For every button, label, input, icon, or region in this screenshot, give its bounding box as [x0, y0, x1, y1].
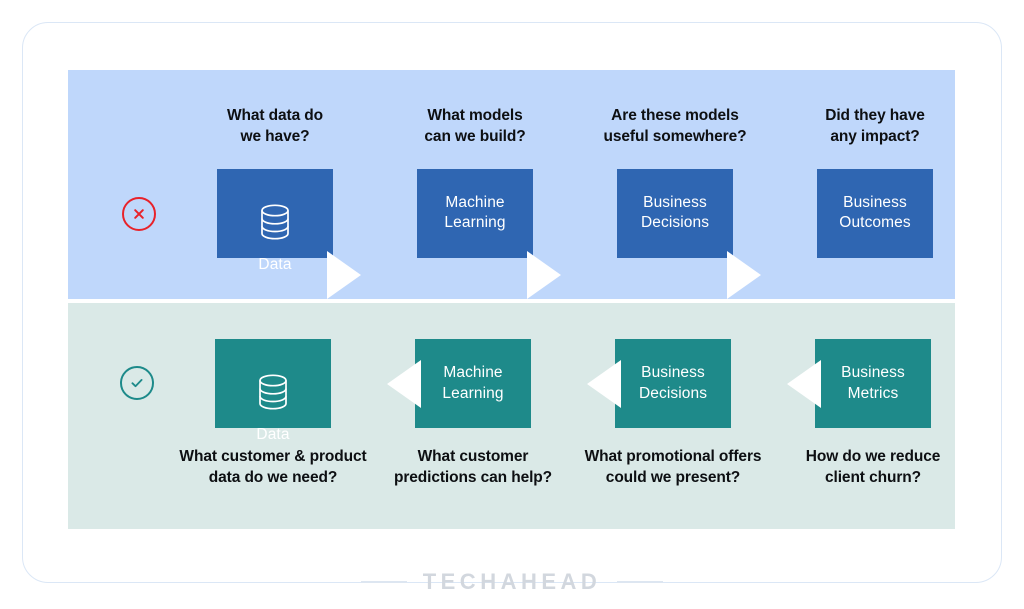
arrow-left-icon	[587, 360, 621, 408]
top-step-machine-learning-caption: What models can we build?	[424, 107, 526, 146]
circle-check-icon	[120, 366, 154, 400]
top-step-business-decisions-label: Business Decisions	[640, 193, 710, 232]
footer-brand: TECHAHEAD	[0, 569, 1024, 595]
bottom-step-data-label: Data	[256, 425, 290, 443]
top-step-business-decisions[interactable]: Are these models useful somewhere? Busin…	[575, 105, 775, 299]
arrow-right-icon	[327, 251, 361, 299]
bottom-step-business-decisions-caption: What promotional offers could we present…	[584, 448, 762, 487]
arrow-right-icon	[727, 251, 761, 299]
footer-rule-left	[360, 581, 407, 583]
bottom-step-machine-learning-label: Machine Learning	[442, 364, 504, 402]
top-step-business-outcomes-label: Business Outcomes	[839, 193, 911, 232]
top-flow-row: What data do we have? Data What models c…	[175, 105, 975, 299]
bottom-step-machine-learning-caption: What customer predictions can help?	[393, 448, 553, 487]
top-step-data-box[interactable]: Data	[217, 168, 333, 273]
top-step-business-outcomes-box[interactable]: Business Outcomes	[817, 168, 933, 258]
bottom-step-business-metrics-caption: How do we reduce client churn?	[805, 448, 941, 487]
arrow-left-icon	[387, 360, 421, 408]
bottom-step-machine-learning[interactable]: Machine Learning What customer predictio…	[373, 339, 573, 489]
top-step-data[interactable]: What data do we have? Data	[175, 105, 375, 299]
top-step-data-label: Data	[258, 255, 292, 273]
bottom-flow-row: Data What customer & product data do we …	[173, 339, 973, 489]
bottom-step-data-caption: What customer & product data do we need?	[179, 448, 367, 487]
top-step-machine-learning-box[interactable]: Machine Learning	[417, 168, 533, 258]
bottom-step-data[interactable]: Data What customer & product data do we …	[173, 339, 373, 489]
arrow-right-icon	[527, 251, 561, 299]
brand-wordmark: TECHAHEAD	[422, 569, 602, 594]
circle-cross-icon	[122, 197, 156, 231]
top-step-data-caption: What data do we have?	[226, 107, 324, 146]
bottom-step-data-box[interactable]: Data	[215, 339, 331, 443]
top-step-machine-learning[interactable]: What models can we build? Machine Learni…	[375, 105, 575, 299]
bottom-step-business-metrics-box[interactable]: Business Metrics	[815, 339, 931, 428]
top-step-business-decisions-box[interactable]: Business Decisions	[617, 168, 733, 258]
bottom-step-business-metrics-label: Business Metrics	[841, 364, 905, 402]
bottom-step-business-metrics[interactable]: Business Metrics How do we reduce client…	[773, 339, 973, 489]
database-icon	[251, 350, 295, 421]
top-step-business-decisions-caption: Are these models useful somewhere?	[603, 107, 747, 146]
footer-rule-right	[617, 581, 664, 583]
top-step-business-outcomes[interactable]: Did they have any impact? Business Outco…	[775, 105, 975, 258]
top-step-machine-learning-label: Machine Learning	[444, 193, 506, 232]
bottom-step-business-decisions[interactable]: Business Decisions What promotional offe…	[573, 339, 773, 489]
database-icon	[253, 180, 297, 251]
top-step-business-outcomes-caption: Did they have any impact?	[825, 107, 925, 146]
bottom-step-machine-learning-box[interactable]: Machine Learning	[415, 339, 531, 428]
bottom-step-business-decisions-label: Business Decisions	[638, 364, 708, 402]
arrow-left-icon	[787, 360, 821, 408]
bottom-step-business-decisions-box[interactable]: Business Decisions	[615, 339, 731, 428]
